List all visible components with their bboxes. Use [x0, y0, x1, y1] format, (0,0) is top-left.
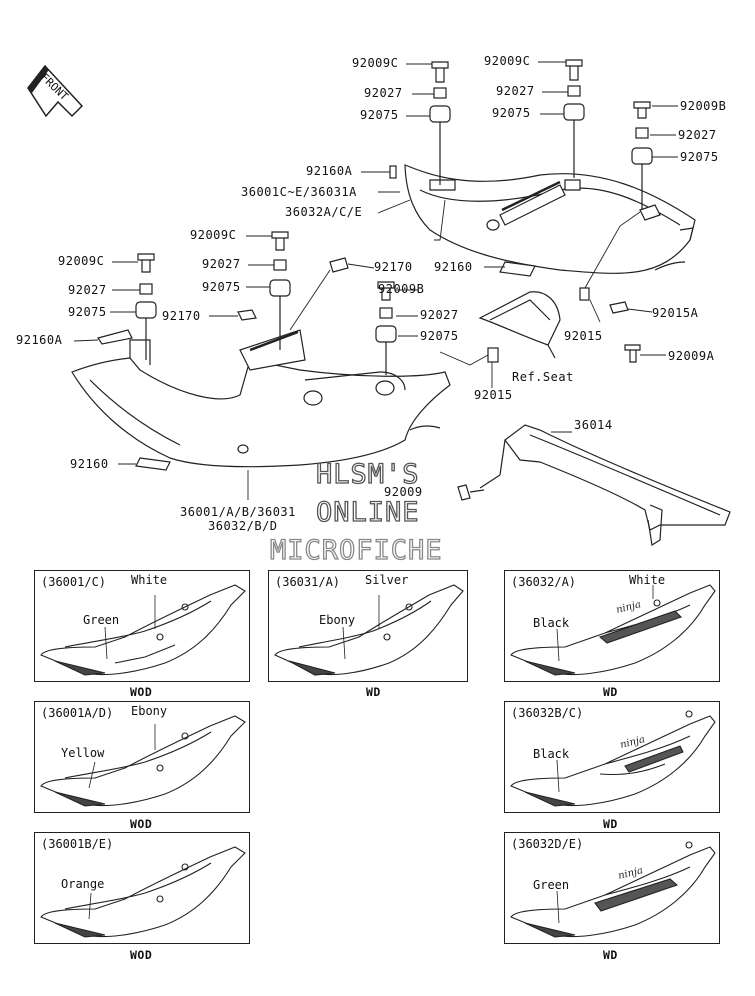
label-92009a: 92009A	[668, 349, 715, 363]
fastener-group-lower-left	[97, 253, 157, 360]
color-label-black: Black	[533, 747, 570, 761]
variant-code: WD	[366, 685, 381, 699]
label-92170-upper: 92170	[374, 260, 413, 274]
variant-cover-drawing	[40, 846, 246, 938]
label-92027-top-left: 92027	[364, 86, 403, 100]
label-92075-top-right: 92075	[680, 150, 719, 164]
variant-cover-drawing: ninja	[510, 584, 716, 676]
label-92075-lower-right: 92075	[420, 329, 459, 343]
color-label-silver: Silver	[365, 573, 409, 587]
variant-box-36032d-e: (36032D/E) Green ninja	[504, 832, 720, 944]
variant-cover-drawing	[40, 715, 246, 807]
fastener-group-top-left	[429, 61, 451, 185]
fastener-group-lower-mid	[237, 231, 349, 350]
color-label-black: Black	[533, 616, 570, 630]
variant-box-36032b-c: (36032B/C) Black ninja	[504, 701, 720, 813]
fastener-group-top-right	[631, 101, 653, 210]
label-92160-left: 92160	[70, 457, 109, 471]
variant-title: (36001A/D)	[41, 706, 114, 720]
label-ref-seat: Ref.Seat	[512, 370, 574, 384]
label-92160a-top: 92160A	[306, 164, 353, 178]
label-92009c-left: 92009C	[58, 254, 105, 268]
variant-code: WD	[603, 817, 618, 831]
color-label-yellow: Yellow	[61, 746, 105, 760]
label-92027-top-right: 92027	[678, 128, 717, 142]
label-36001c-36031a: 36001C~E/36031A	[241, 185, 357, 199]
label-92027-left: 92027	[68, 283, 107, 297]
color-label-green: Green	[533, 878, 570, 892]
variant-title: (36001/C)	[41, 575, 107, 589]
color-label-ebony: Ebony	[319, 613, 356, 627]
variant-box-36001a-d: (36001A/D) Ebony Yellow	[34, 701, 250, 813]
svg-text:ninja: ninja	[615, 599, 642, 616]
variant-code: WD	[603, 948, 618, 962]
variant-cover-drawing: ninja	[510, 841, 716, 938]
color-label-green: Green	[83, 613, 120, 627]
variant-cover-drawing	[274, 584, 464, 676]
label-92015-right: 92015	[564, 329, 603, 343]
variant-title: (36032/A)	[511, 575, 577, 589]
label-36001ab-36031: 36001/A/B/36031	[180, 505, 296, 519]
label-92160-right: 92160	[434, 260, 473, 274]
variant-code: WOD	[130, 948, 153, 962]
label-92027-mid: 92027	[202, 257, 241, 271]
label-92027-top-mid: 92027	[496, 84, 535, 98]
chain-guard-36014	[457, 424, 731, 546]
color-label-white: White	[131, 573, 168, 587]
variant-title: (36031/A)	[275, 575, 341, 589]
front-arrow-icon	[27, 64, 84, 118]
color-label-white: White	[629, 573, 666, 587]
color-label-ebony: Ebony	[131, 704, 168, 718]
label-92009: 92009	[384, 485, 423, 499]
label-92027-lower-right: 92027	[420, 308, 459, 322]
watermark-line-2: ONLINE	[315, 497, 420, 528]
color-label-orange: Orange	[61, 877, 105, 891]
variant-box-36001b-e: (36001B/E) Orange	[34, 832, 250, 944]
label-36014: 36014	[574, 418, 613, 432]
label-92009c-top-mid: 92009C	[484, 54, 531, 68]
variant-box-36031-a: (36031/A) Silver Ebony	[268, 570, 468, 682]
watermark-line-3: MICROFICHE	[269, 535, 443, 566]
variant-title: (36001B/E)	[41, 837, 114, 851]
label-92075-mid: 92075	[202, 280, 241, 294]
variant-cover-drawing	[40, 584, 246, 676]
variant-box-36001-c: (36001/C) White Green	[34, 570, 250, 682]
label-92170-lower: 92170	[162, 309, 201, 323]
label-92009c-mid: 92009C	[190, 228, 237, 242]
variant-title: (36032D/E)	[511, 837, 584, 851]
variant-code: WD	[603, 685, 618, 699]
label-92009c-top-left: 92009C	[352, 56, 399, 70]
variant-title: (36032B/C)	[511, 706, 584, 720]
variant-code: WOD	[130, 685, 153, 699]
label-92075-left: 92075	[68, 305, 107, 319]
lower-side-cover	[71, 329, 451, 468]
fastener-group-lower-right	[375, 281, 499, 375]
variant-cover-drawing: ninja	[510, 710, 716, 807]
watermark-line-1: HLSM'S	[315, 459, 420, 490]
ref-seat-outline	[478, 291, 561, 359]
fastener-group-top-mid	[563, 59, 585, 178]
upper-tail-cowl	[404, 164, 696, 274]
label-92075-top-left: 92075	[360, 108, 399, 122]
label-36032ace: 36032A/C/E	[285, 205, 363, 219]
label-92015a: 92015A	[652, 306, 699, 320]
label-92075-top-mid: 92075	[492, 106, 531, 120]
label-92015-lower: 92015	[474, 388, 513, 402]
label-92160a-left: 92160A	[16, 333, 63, 347]
label-92009b-top-right: 92009B	[680, 99, 727, 113]
variant-box-36032-a: (36032/A) White Black ninja	[504, 570, 720, 682]
label-36032bd: 36032/B/D	[208, 519, 278, 533]
variant-code: WOD	[130, 817, 153, 831]
label-92009b-mid: 92009B	[378, 282, 425, 296]
